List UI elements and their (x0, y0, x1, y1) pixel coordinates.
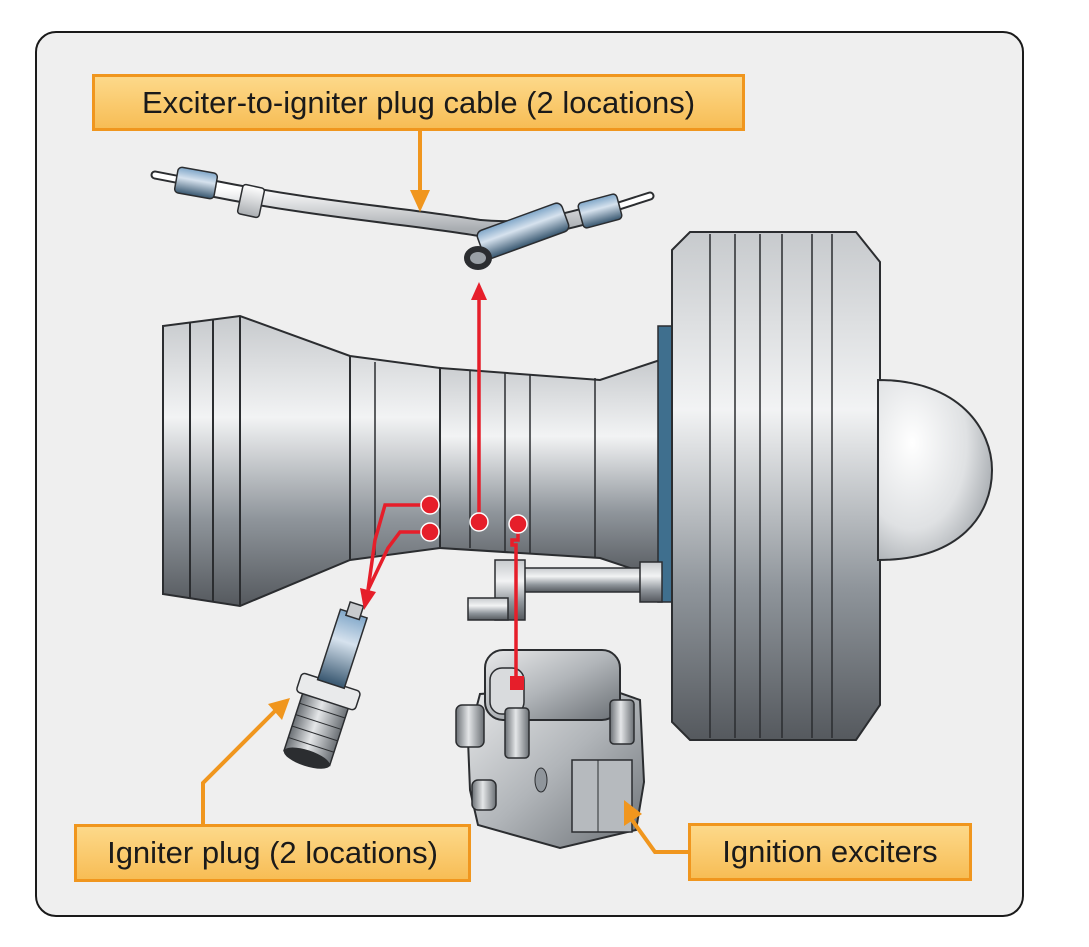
igniter-plug (283, 600, 369, 769)
exciters-callout: Ignition exciters (688, 823, 972, 881)
igniter-location-dot-1 (420, 495, 440, 515)
cable-callout: Exciter-to-igniter plug cable (2 locatio… (92, 74, 745, 131)
igniter-location-dot-2 (420, 522, 440, 542)
cable-location-dot (469, 512, 489, 532)
exciters-leader-arrow (624, 800, 642, 826)
arrowhead-to-igniter (360, 588, 376, 610)
exciter-connection-point (510, 676, 524, 690)
igniter-leader-arrow (268, 698, 290, 720)
exciters-leader-line (630, 818, 690, 854)
connector-lines (366, 300, 520, 680)
exciter-location-dot (508, 514, 528, 534)
igniter-leader-line (201, 708, 278, 827)
cable-leader-arrow (410, 190, 430, 212)
turbine-engine (162, 231, 994, 741)
igniter-callout: Igniter plug (2 locations) (74, 824, 471, 882)
exciter-to-igniter-cable (150, 166, 655, 270)
arrowhead-to-cable (471, 282, 487, 300)
ignition-exciters (455, 649, 646, 850)
